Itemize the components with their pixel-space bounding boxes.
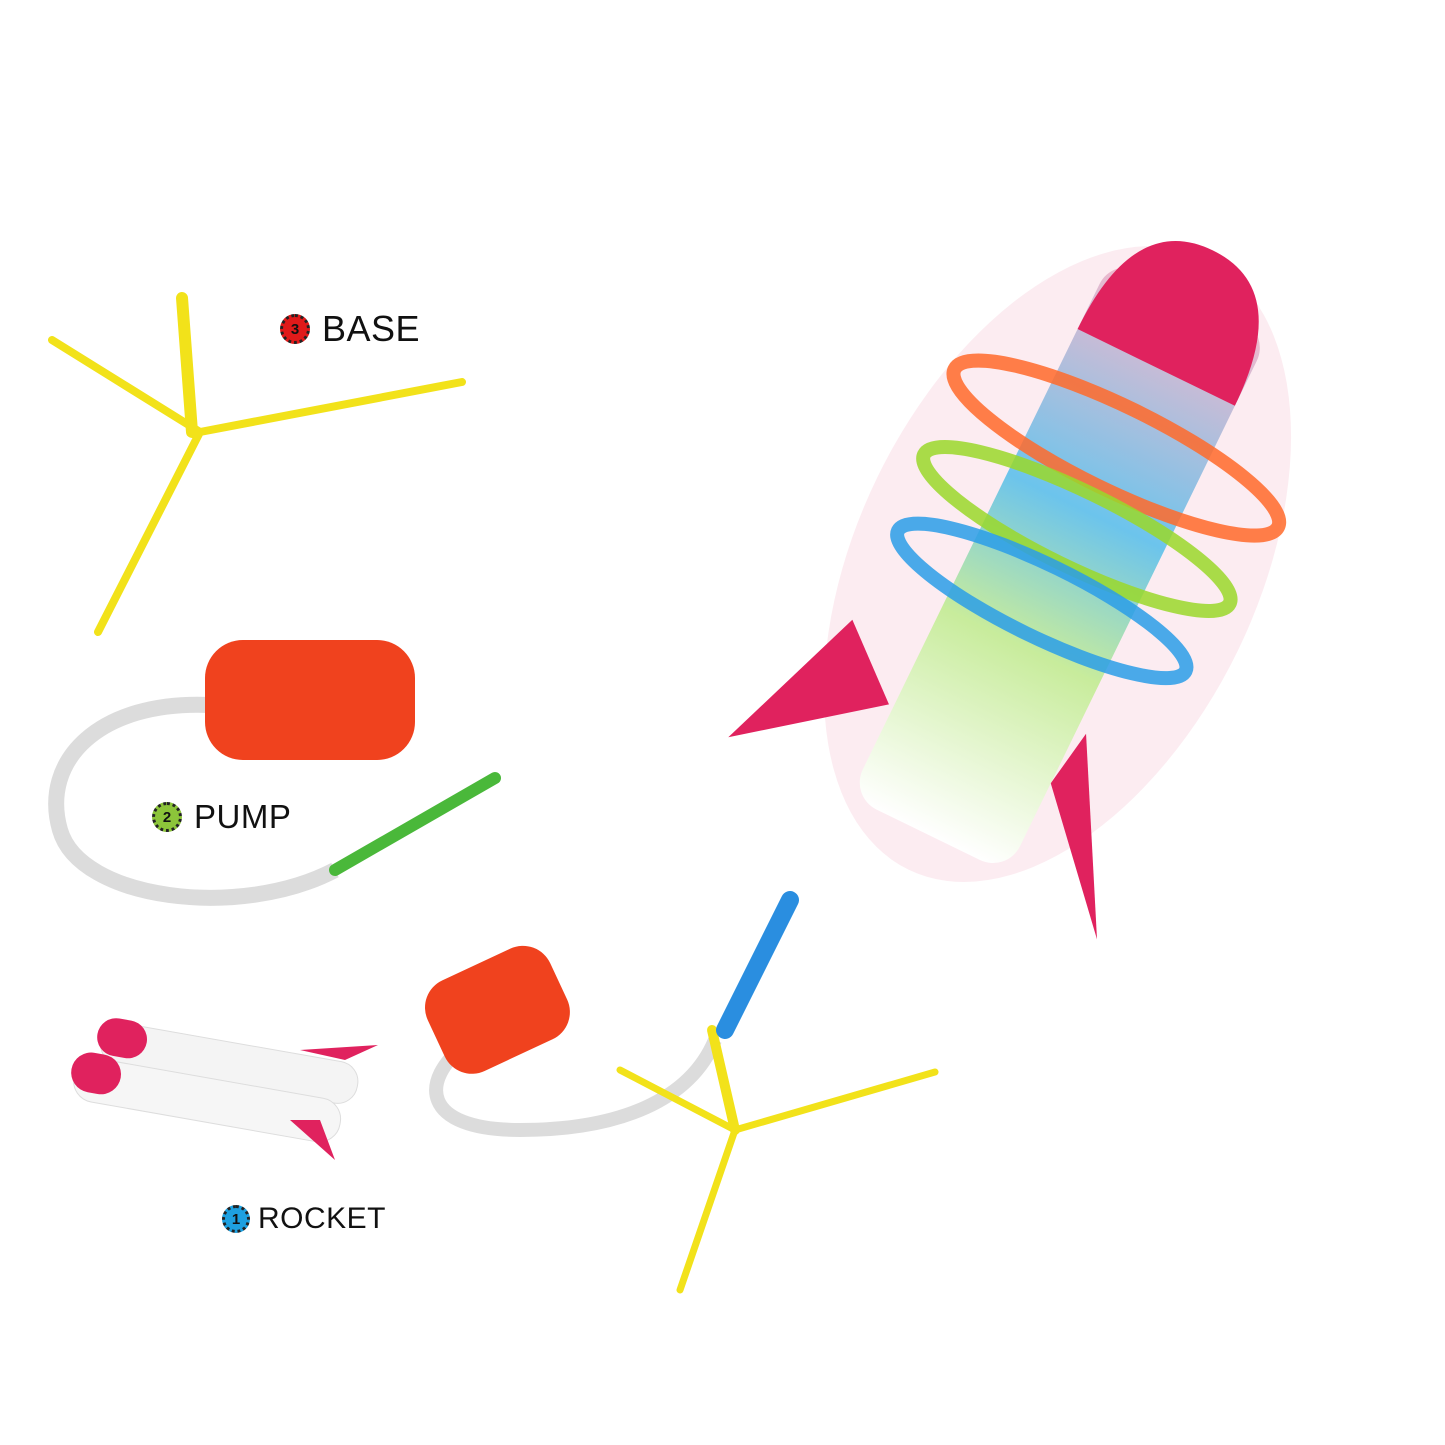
number-badge-3: 3 bbox=[280, 314, 310, 344]
pump-part bbox=[48, 640, 501, 906]
label-text-pump: PUMP bbox=[194, 798, 292, 835]
assembled-launcher bbox=[425, 241, 1292, 1294]
label-text-base: BASE bbox=[322, 308, 421, 349]
label-base: 3 BASE bbox=[280, 308, 420, 350]
label-text-rocket: ROCKET bbox=[258, 1202, 387, 1235]
number-badge-1: 1 bbox=[222, 1205, 250, 1233]
label-pump: 2 PUMP bbox=[152, 798, 291, 836]
number-badge-2: 2 bbox=[152, 802, 182, 832]
label-rocket: 1 ROCKET bbox=[222, 1202, 386, 1236]
rocket-parts bbox=[71, 1018, 378, 1160]
base-part bbox=[48, 292, 466, 636]
